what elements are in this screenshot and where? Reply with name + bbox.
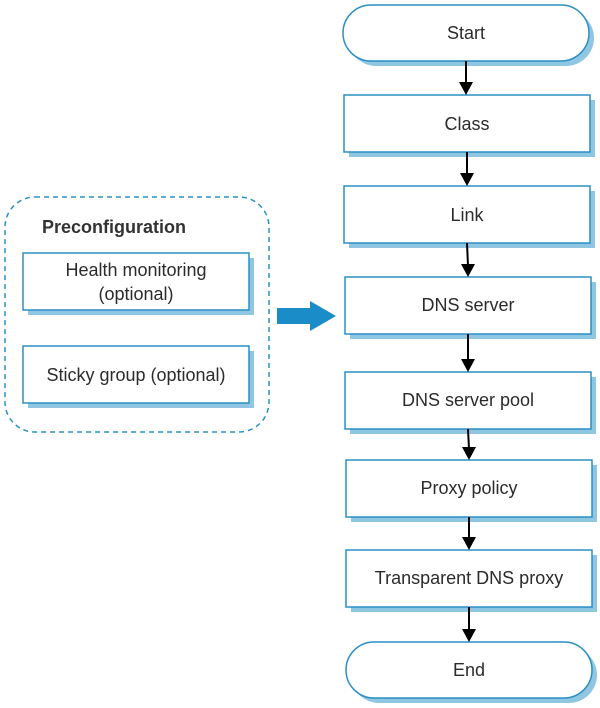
flow-arrow-proxy-policy-transparent (462, 517, 476, 550)
preconfiguration-arrow (277, 301, 336, 331)
flow-step-link-label: Link (450, 205, 484, 225)
flow-arrow-link-dns-server (461, 242, 475, 277)
sticky-group-box: Sticky group (optional) (22, 345, 254, 408)
flow-step-proxy-policy-label: Proxy policy (420, 478, 517, 498)
flow-step-transparent-dns-proxy-label: Transparent DNS proxy (375, 568, 563, 588)
flow-step-proxy-policy: Proxy policy (345, 459, 597, 522)
health-monitoring-label-line1: Health monitoring (65, 260, 206, 280)
flow-step-dns-server-pool: DNS server pool (344, 371, 596, 434)
flow-end-label: End (453, 660, 485, 680)
health-monitoring-box: Health monitoring (optional) (22, 252, 254, 315)
sticky-group-label: Sticky group (optional) (46, 365, 225, 385)
flow-step-link: Link (343, 185, 595, 248)
flow-step-dns-server-label: DNS server (421, 295, 514, 315)
flow-arrow-dns-server-pool (461, 334, 475, 372)
preconfiguration-group (4, 196, 270, 433)
health-monitoring-label-line2: (optional) (98, 284, 173, 304)
flow-arrow-pool-proxy-policy (462, 428, 476, 460)
flow-step-class-label: Class (444, 114, 489, 134)
flow-step-dns-server-pool-label: DNS server pool (402, 390, 534, 410)
flow-step-transparent-dns-proxy: Transparent DNS proxy (345, 549, 597, 612)
flow-arrow-class-link (460, 152, 474, 186)
flow-end: End (345, 641, 597, 703)
flow-step-class: Class (343, 94, 595, 157)
flow-start-label: Start (447, 23, 485, 43)
preconfiguration-title: Preconfiguration (42, 217, 186, 237)
flow-step-dns-server: DNS server (344, 276, 596, 339)
flow-arrow-start-class (459, 61, 473, 95)
flow-start: Start (342, 4, 594, 66)
flow-arrow-transparent-end (462, 607, 476, 642)
